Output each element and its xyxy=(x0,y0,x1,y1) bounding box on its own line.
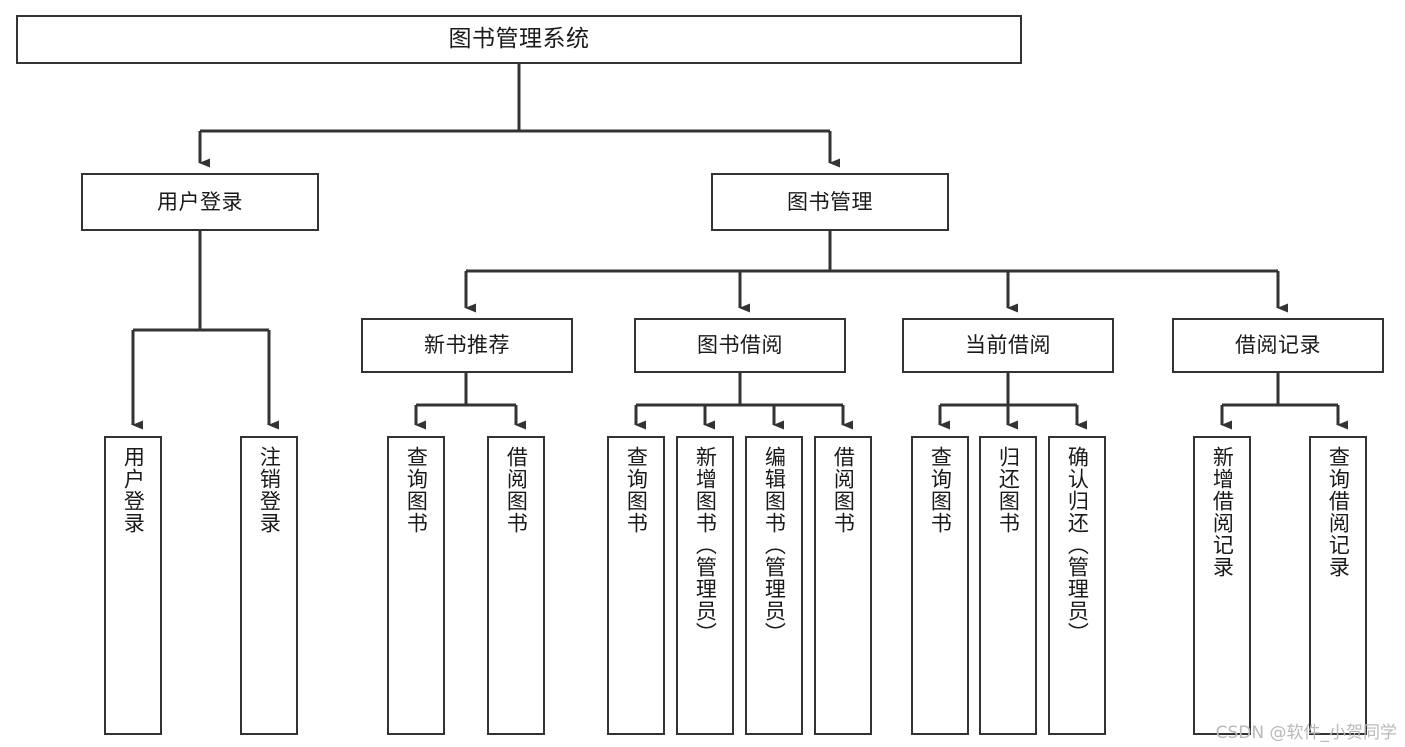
node-user-login[interactable]: 用户登录 xyxy=(81,173,319,231)
node-leaf-user-login[interactable]: 用户登录 xyxy=(104,436,162,735)
node-leaf-query-book-2[interactable]: 查询图书 xyxy=(607,436,665,735)
node-new-book-recommend-label: 新书推荐 xyxy=(424,333,510,358)
node-leaf-add-book[interactable]: 新增图书（管理员） xyxy=(676,436,734,735)
node-book-manage[interactable]: 图书管理 xyxy=(711,173,949,231)
watermark: CSDN @软件_小贺同学 xyxy=(1215,723,1397,743)
node-leaf-add-record-label: 新增借阅记录 xyxy=(1210,446,1235,578)
node-leaf-query-book-2-label: 查询图书 xyxy=(624,446,649,534)
node-leaf-query-book-3-label: 查询图书 xyxy=(928,446,953,534)
node-leaf-confirm-return-label: 确认归还（管理员） xyxy=(1065,446,1090,644)
node-leaf-add-record[interactable]: 新增借阅记录 xyxy=(1193,436,1251,735)
node-user-login-label: 用户登录 xyxy=(157,189,243,214)
node-leaf-borrow-book-2-label: 借阅图书 xyxy=(831,446,856,534)
node-leaf-borrow-book-1[interactable]: 借阅图书 xyxy=(487,436,545,735)
node-leaf-query-record[interactable]: 查询借阅记录 xyxy=(1309,436,1367,735)
node-root[interactable]: 图书管理系统 xyxy=(16,15,1022,64)
node-book-borrow-label: 图书借阅 xyxy=(697,333,783,358)
node-leaf-logout-login-label: 注销登录 xyxy=(257,446,282,534)
node-leaf-edit-book-label: 编辑图书（管理员） xyxy=(762,446,787,644)
node-leaf-logout-login[interactable]: 注销登录 xyxy=(240,436,298,735)
node-root-label: 图书管理系统 xyxy=(448,26,590,53)
node-leaf-confirm-return[interactable]: 确认归还（管理员） xyxy=(1048,436,1106,735)
node-borrow-record-label: 借阅记录 xyxy=(1235,333,1321,358)
node-leaf-query-book-3[interactable]: 查询图书 xyxy=(911,436,969,735)
node-current-borrow[interactable]: 当前借阅 xyxy=(902,318,1114,373)
node-book-manage-label: 图书管理 xyxy=(787,189,873,214)
node-new-book-recommend[interactable]: 新书推荐 xyxy=(361,318,573,373)
node-borrow-record[interactable]: 借阅记录 xyxy=(1172,318,1384,373)
node-leaf-add-book-label: 新增图书（管理员） xyxy=(693,446,718,644)
node-current-borrow-label: 当前借阅 xyxy=(965,333,1051,358)
node-leaf-return-book[interactable]: 归还图书 xyxy=(979,436,1037,735)
node-leaf-query-record-label: 查询借阅记录 xyxy=(1326,446,1351,578)
node-leaf-query-book-1[interactable]: 查询图书 xyxy=(387,436,445,735)
node-leaf-borrow-book-2[interactable]: 借阅图书 xyxy=(814,436,872,735)
node-leaf-edit-book[interactable]: 编辑图书（管理员） xyxy=(745,436,803,735)
node-leaf-return-book-label: 归还图书 xyxy=(996,446,1021,534)
node-leaf-user-login-label: 用户登录 xyxy=(121,446,146,534)
node-leaf-query-book-1-label: 查询图书 xyxy=(404,446,429,534)
node-leaf-borrow-book-1-label: 借阅图书 xyxy=(504,446,529,534)
node-book-borrow[interactable]: 图书借阅 xyxy=(634,318,846,373)
